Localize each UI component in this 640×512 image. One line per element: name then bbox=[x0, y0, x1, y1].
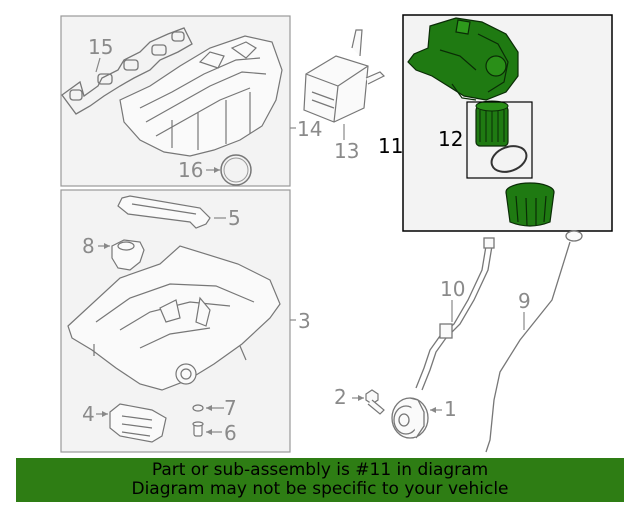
callout-2: 2 bbox=[334, 385, 347, 409]
diagram-notice-banner: Part or sub-assembly is #11 in diagram D… bbox=[16, 458, 624, 502]
callout-16: 16 bbox=[178, 158, 203, 182]
callout-7: 7 bbox=[224, 396, 237, 420]
oil-cooler bbox=[303, 29, 386, 123]
oil-filter-housing bbox=[407, 17, 519, 101]
callout-6: 6 bbox=[224, 421, 237, 445]
callout-3: 3 bbox=[298, 309, 311, 333]
throttle-seal-ring bbox=[220, 154, 252, 186]
callout-15: 15 bbox=[88, 35, 113, 59]
callout-8: 8 bbox=[82, 234, 95, 258]
oil-pan bbox=[67, 245, 281, 391]
callout-5: 5 bbox=[228, 206, 241, 230]
filter-cap bbox=[505, 182, 555, 227]
oil-pan-cover bbox=[109, 403, 167, 443]
callout-14: 14 bbox=[297, 117, 322, 141]
callout-4: 4 bbox=[82, 402, 95, 426]
callout-1: 1 bbox=[444, 397, 457, 421]
oil-pan-gasket bbox=[117, 195, 211, 229]
notice-line-2: Diagram may not be specific to your vehi… bbox=[131, 479, 509, 499]
intake-gasket bbox=[61, 27, 193, 115]
dipstick bbox=[485, 230, 583, 453]
leader-15 bbox=[95, 57, 101, 73]
dipstick-tube bbox=[415, 237, 495, 391]
oil-level-sensor bbox=[111, 239, 145, 271]
o-ring bbox=[490, 145, 528, 173]
callout-9: 9 bbox=[518, 289, 531, 313]
intake-manifold bbox=[119, 35, 283, 157]
callout-10: 10 bbox=[440, 277, 465, 301]
filter-kit-frame bbox=[466, 101, 533, 179]
notice-line-1: Part or sub-assembly is #11 in diagram bbox=[151, 460, 489, 480]
drain-plug bbox=[192, 421, 204, 437]
parts-diagram: 15 14 16 13 11 12 5 8 3 10 9 2 1 4 7 6 bbox=[60, 14, 613, 453]
bolt bbox=[365, 389, 385, 415]
callout-11: 11 bbox=[378, 134, 403, 158]
drain-washer bbox=[192, 404, 204, 412]
callout-12: 12 bbox=[438, 127, 463, 151]
filter-element bbox=[475, 100, 509, 147]
callout-13: 13 bbox=[334, 139, 359, 163]
pulley bbox=[391, 397, 429, 439]
